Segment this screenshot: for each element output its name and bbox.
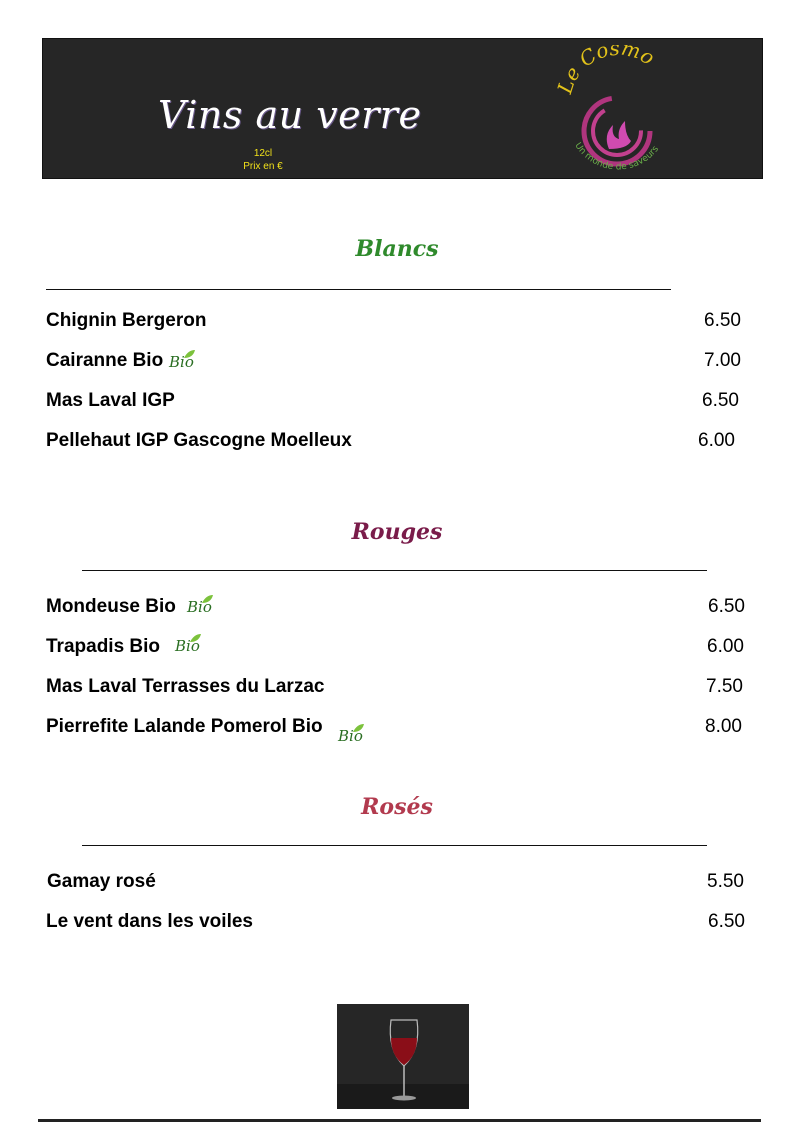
separator: [82, 570, 707, 571]
wine-name: Le vent dans les voiles: [46, 911, 253, 932]
bio-leaf-icon: Bio: [337, 724, 364, 744]
wine-name: Mas Laval Terrasses du Larzac: [46, 676, 325, 697]
bio-leaf-icon: Bio: [174, 634, 201, 654]
wine-price: 6.50: [708, 596, 745, 617]
wine-price: 5.50: [707, 871, 744, 892]
wine-name: Chignin Bergeron: [46, 310, 207, 331]
section-title-roses: Rosés: [361, 794, 433, 820]
header-banner: Vins au verre 12cl Prix en € Le Cosmo Un…: [42, 38, 763, 179]
wine-price: 8.00: [705, 716, 742, 737]
bio-leaf-icon: Bio: [168, 350, 195, 370]
wine-name: Pellehaut IGP Gascogne Moelleux: [46, 430, 352, 451]
footer-line: [38, 1119, 761, 1122]
bio-leaf-icon: Bio: [186, 595, 213, 615]
wine-price: 7.50: [706, 676, 743, 697]
wine-glass-image: [337, 1004, 469, 1109]
volume-note: 12cl: [253, 148, 273, 159]
wine-price: 6.50: [702, 390, 739, 411]
wine-price: 6.00: [698, 430, 735, 451]
wine-price: 7.00: [704, 350, 741, 371]
wine-name: Cairanne Bio: [46, 350, 164, 371]
wine-price: 6.50: [704, 310, 741, 331]
separator: [82, 845, 707, 846]
section-title-rouges: Rouges: [351, 519, 443, 545]
svg-text:Le Cosmo: Le Cosmo: [553, 45, 659, 97]
wine-name: Pierrefite Lalande Pomerol Bio: [46, 716, 323, 737]
wine-name: Gamay rosé: [47, 871, 156, 892]
wine-price: 6.50: [708, 911, 745, 932]
le-cosmo-logo: Le Cosmo Un monde de saveurs: [553, 45, 661, 173]
section-title-blancs: Blancs: [355, 236, 439, 262]
wine-price: 6.00: [707, 636, 744, 657]
separator: [46, 289, 671, 290]
price-note: Prix en €: [243, 161, 283, 172]
page-title: Vins au verre: [158, 93, 422, 137]
wine-name: Trapadis Bio: [46, 636, 161, 657]
wine-name: Mondeuse Bio: [46, 596, 176, 617]
wine-name: Mas Laval IGP: [46, 390, 175, 411]
